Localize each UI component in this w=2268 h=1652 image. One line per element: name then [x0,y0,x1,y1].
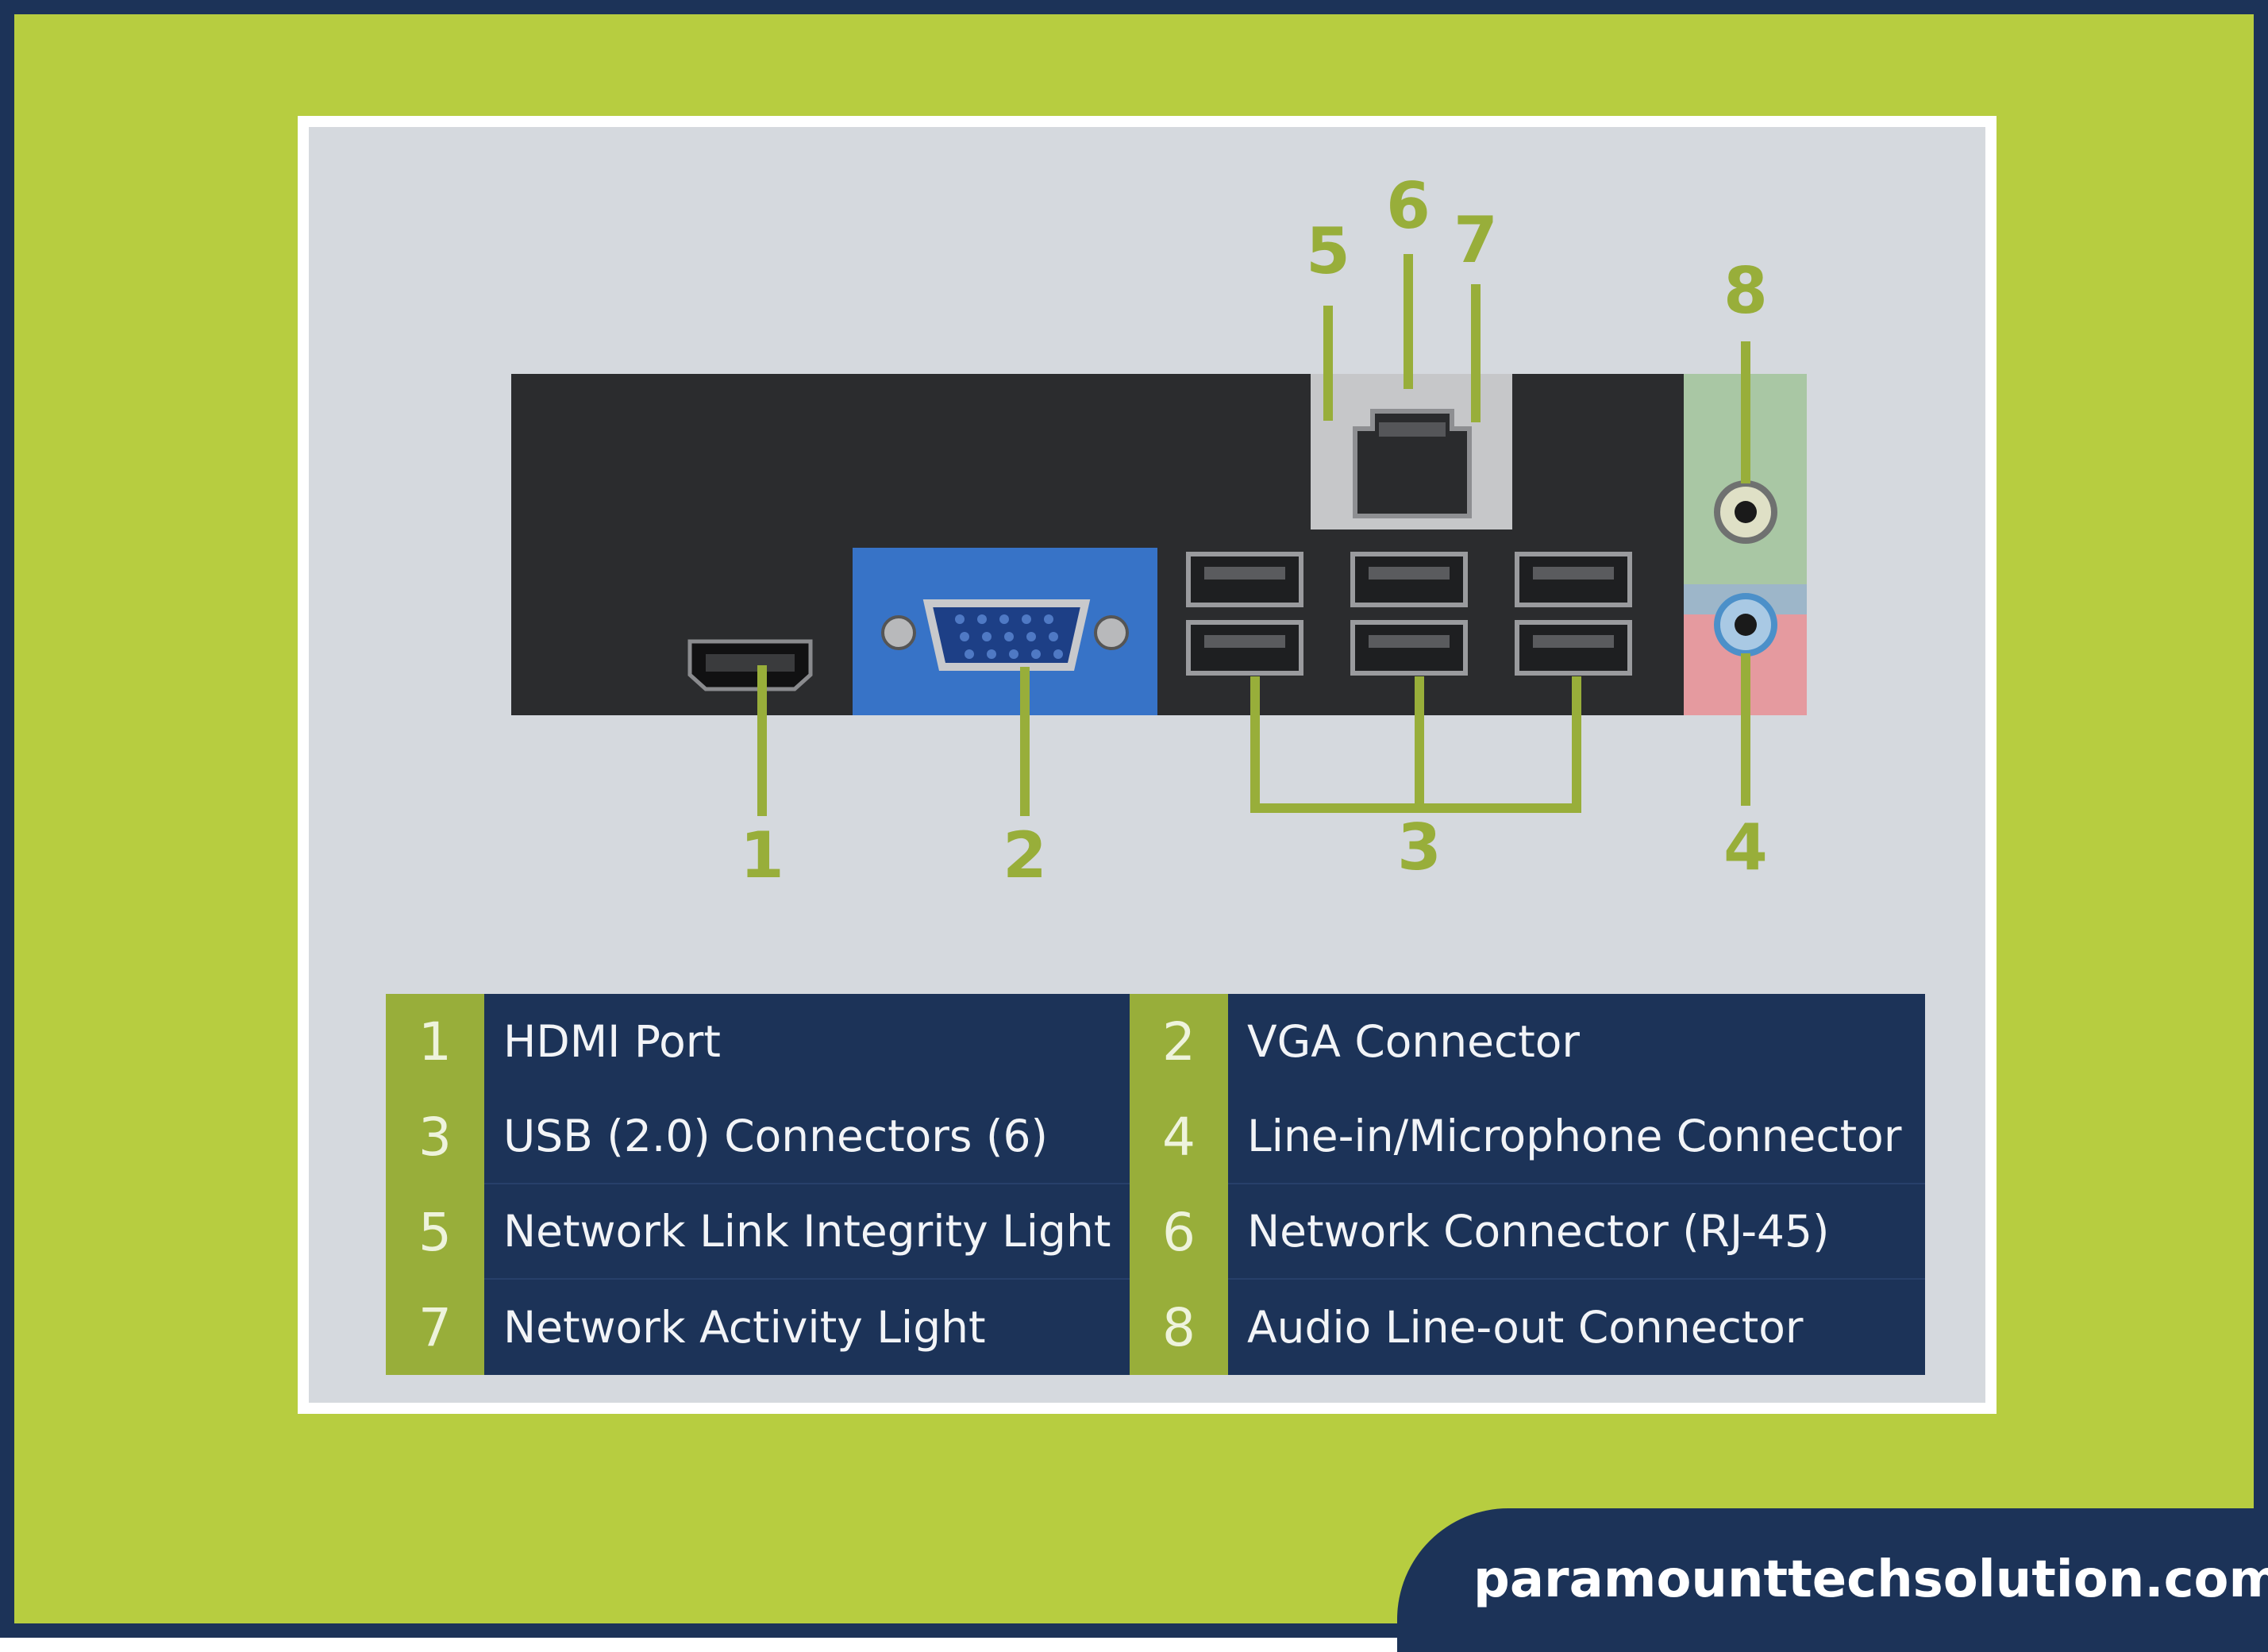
audio-line-out-jack [1714,480,1777,544]
legend-number: 7 [386,1280,484,1375]
legend-label: Network Link Integrity Light [484,1184,1130,1280]
legend-label: USB (2.0) Connectors (6) [484,1089,1130,1184]
callout-2: 2 [1003,818,1047,892]
legend-label: Audio Line-out Connector [1228,1280,1925,1375]
footer-website-link[interactable]: paramounttechsolution.com [1473,1550,2268,1609]
legend-label: HDMI Port [484,994,1130,1089]
rear-io-illustration [511,254,1807,816]
vga-connector [881,599,1129,671]
legend-number: 2 [1130,994,1228,1089]
legend-number: 6 [1130,1184,1228,1280]
legend-number: 8 [1130,1280,1228,1375]
callout-1: 1 [740,818,784,892]
legend-label: Line-in/Microphone Connector [1228,1089,1925,1184]
leader-lines [757,254,1750,816]
legend-number: 1 [386,994,484,1089]
rj45-jack [1353,409,1472,518]
legend-number: 5 [386,1184,484,1280]
legend-table: 1 HDMI Port 2 VGA Connector 3 USB (2.0) … [386,994,1925,1375]
legend-number: 4 [1130,1089,1228,1184]
callout-5: 5 [1306,214,1350,288]
legend-label: VGA Connector [1228,994,1925,1089]
callout-6: 6 [1386,169,1430,243]
diagram-panel: 1 2 3 4 5 6 7 8 1 HDMI Port 2 VGA Connec… [298,116,1997,1414]
callout-8: 8 [1723,254,1768,328]
legend-label: Network Activity Light [484,1280,1130,1375]
legend-number: 3 [386,1089,484,1184]
callout-4: 4 [1723,811,1768,884]
callout-7: 7 [1454,203,1498,277]
footer-tab [1397,1508,2268,1652]
callout-3: 3 [1397,811,1442,884]
microphone-jack [1714,593,1777,657]
legend-label: Network Connector (RJ-45) [1228,1184,1925,1280]
hdmi-port [687,639,813,691]
